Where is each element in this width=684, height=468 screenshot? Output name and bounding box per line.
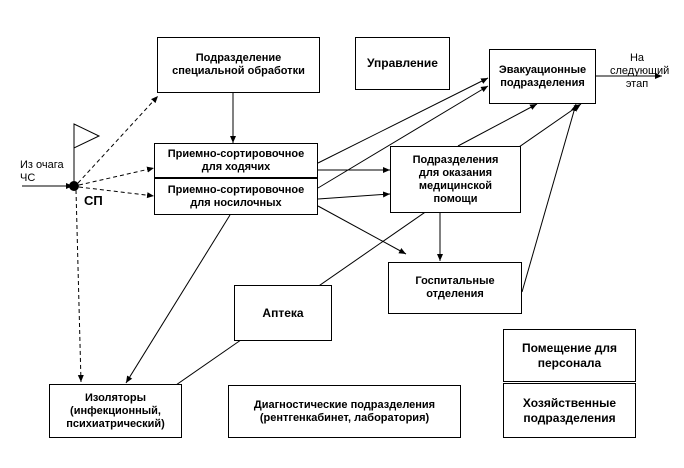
arrow-walking-to-evacuation bbox=[317, 77, 489, 164]
hospital-box: Госпитальные отделения bbox=[388, 262, 522, 314]
arrow-medical-to-evacuation bbox=[457, 103, 538, 147]
dashed-sp-to-isolators bbox=[75, 189, 84, 383]
sorting-walking-box: Приемно-сортировочное для ходячих bbox=[154, 143, 318, 178]
dashed-sp-to-sorting-stretcher bbox=[78, 186, 155, 199]
sorting-stretcher-box: Приемно-сортировочное для носилочных bbox=[154, 178, 318, 215]
arrow-stretcher-to-isolators bbox=[125, 214, 231, 384]
staff-room-box: Помещение для персонала bbox=[503, 329, 636, 382]
pharmacy-box: Аптека bbox=[234, 285, 332, 341]
source-label: Из очага ЧС bbox=[20, 159, 64, 184]
next-stage-label: На следующий этап bbox=[610, 52, 670, 90]
arrow-stretcher-to-medical bbox=[317, 191, 391, 200]
sorting-post-node bbox=[69, 181, 79, 191]
isolators-box: Изоляторы (инфекционный, психиатрический… bbox=[49, 384, 182, 438]
special-processing-box: Подразделение специальной обработки bbox=[157, 37, 320, 93]
evacuation-box: Эвакуационные подразделения bbox=[489, 49, 596, 104]
household-box: Хозяйственные подразделения bbox=[503, 383, 636, 438]
arrow-stretcher-to-hospital bbox=[317, 205, 407, 255]
arrow-hospital-to-evacuation bbox=[521, 103, 577, 293]
flag-icon bbox=[73, 123, 101, 149]
sorting-post-label: СП bbox=[84, 193, 103, 208]
dashed-sp-to-sorting-walking bbox=[78, 166, 155, 186]
dashed-sp-to-special-processing bbox=[77, 95, 159, 184]
management-box: Управление bbox=[355, 37, 450, 90]
diagnostic-box: Диагностические подразделения (рентгенка… bbox=[228, 385, 461, 438]
medical-care-box: Подразделения для оказания медицинской п… bbox=[390, 146, 521, 213]
arrow-stretcher-to-evacuation bbox=[317, 85, 489, 189]
